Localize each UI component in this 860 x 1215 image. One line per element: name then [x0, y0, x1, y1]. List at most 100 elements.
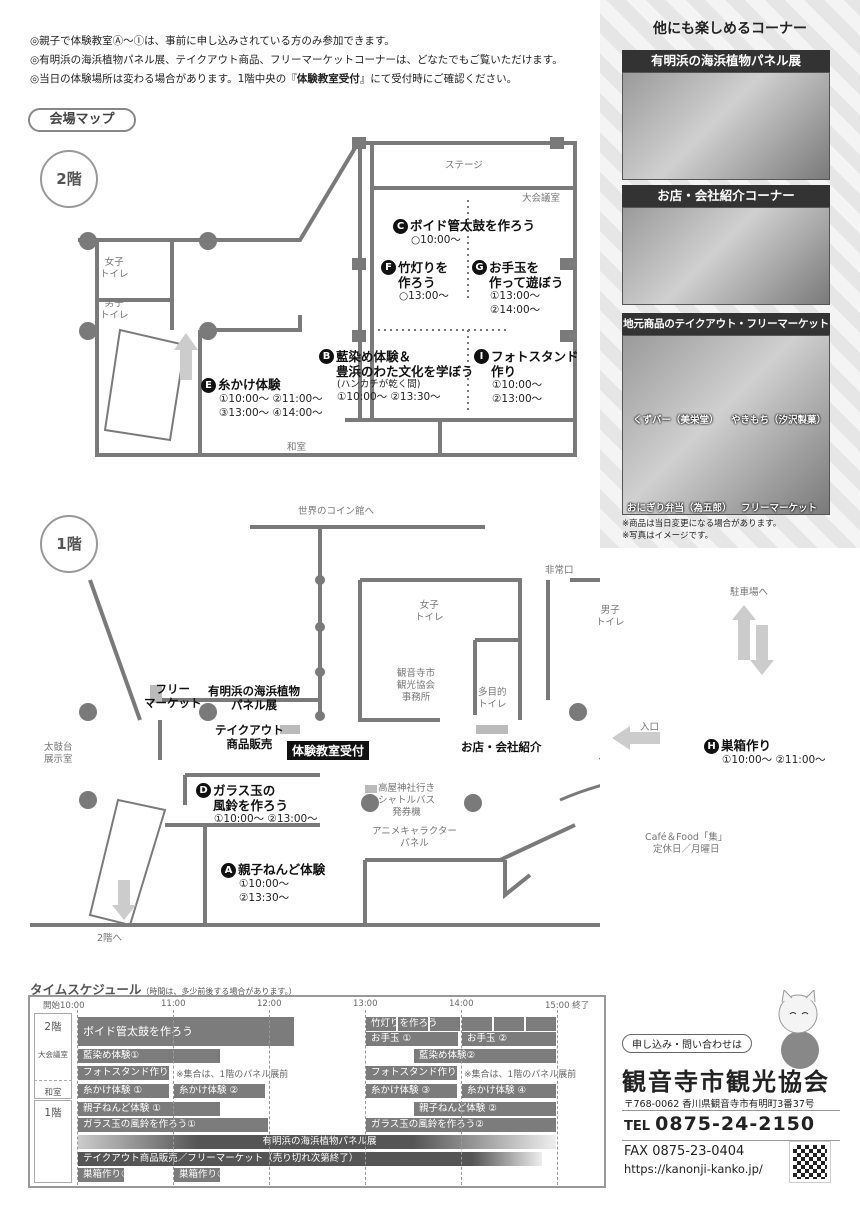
qr-code-icon[interactable]	[789, 1141, 831, 1183]
letter-b-icon: B	[319, 349, 334, 364]
divider	[622, 1140, 840, 1141]
note-2: ◎有明浜の海浜植物パネル展、テイクアウト商品、フリーマーケットコーナーは、どなた…	[30, 54, 563, 66]
taiko-room-label: 太鼓台 展示室	[44, 742, 73, 765]
letter-e-icon: E	[201, 378, 216, 393]
footnote-1: ※商品は当日変更になる場合があります。	[622, 519, 782, 529]
time-gridline	[173, 1010, 174, 1185]
caption-flea: フリーマーケット	[741, 503, 818, 514]
schedule-note: ※集合は、1階のパネル展前	[176, 1070, 289, 1080]
schedule-bar: お手玉 ②	[462, 1032, 556, 1046]
panel-title: 他にも楽しめるコーナー	[653, 21, 807, 37]
women-toilet-2f: 女子 トイレ	[100, 257, 129, 280]
event-times: ①10:00～ ②13:30～	[239, 878, 290, 904]
coin-museum-label: 世界のコイン館へ	[298, 506, 375, 517]
event-times: ①10:00～ ②11:00～	[722, 754, 826, 766]
event-title: お手玉を 作って遊ぼう	[489, 260, 564, 290]
letter-f-icon: F	[381, 260, 396, 275]
caption-kuzubar: くずバー（美栄堂）	[633, 415, 719, 426]
schedule-bar: 糸かけ体験 ②	[174, 1084, 266, 1098]
note-3-b: 体験教室受付	[296, 73, 360, 85]
event-times: ①10:00～ ②13:00～	[214, 813, 318, 825]
schedule-bar: 有明浜の海浜植物パネル展	[78, 1135, 556, 1149]
schedule-bar: 藍染め体験②	[414, 1049, 556, 1063]
schedule-bar: 藍染め体験①	[78, 1049, 220, 1063]
to-2f-label: 2階へ	[97, 933, 123, 944]
letter-d-icon: D	[196, 783, 211, 798]
shop-intro-spot: お店・会社紹介	[461, 740, 542, 754]
map-title: 会場マップ	[28, 108, 136, 132]
event-times: ①10:00～ ②13:00～	[492, 379, 543, 405]
event-title: ガラス玉の 風鈴を作ろう	[213, 783, 289, 813]
letter-i-icon: I	[474, 349, 489, 364]
time-tick: 12:00	[257, 999, 282, 1009]
schedule-bar: 親子ねんど体験 ②	[414, 1102, 556, 1116]
footnote-2: ※写真はイメージです。	[622, 531, 714, 541]
women-toilet-1f: 女子 トイレ	[415, 600, 444, 623]
floor-1-badge: 1階	[40, 515, 98, 573]
time-tick: 15:00 終了	[545, 1001, 590, 1011]
event-times: ①10:00～ ②13:30～	[337, 391, 441, 404]
event-title: 藍染め体験＆ 豊浜のわた文化を学ぼう	[336, 349, 474, 379]
panel-exhibit-photo	[622, 72, 830, 180]
bus-ticket-label: 高屋神社行き シャトルバス 発券機	[378, 783, 436, 818]
event-title: フォトスタンド 作り	[491, 349, 579, 379]
divider	[622, 1110, 840, 1111]
note-3-a: ◎当日の体験場所は変わる場合があります。1階中央の『	[30, 73, 297, 85]
section-panel-exhibit: 有明浜の海浜植物パネル展	[622, 50, 830, 72]
row-label-1f: 1階	[44, 1107, 62, 1119]
schedule-bar: 親子ねんど体験 ①	[78, 1102, 220, 1116]
tel-label: TEL	[624, 1119, 651, 1134]
fax: FAX 0875-23-0404	[624, 1144, 745, 1159]
row-label-2f: 2階	[44, 1021, 62, 1033]
event-title: ボイド管太鼓を作ろう	[410, 218, 536, 233]
panel-exhibit-spot: 有明浜の海浜植物 パネル展	[208, 684, 300, 712]
time-gridline	[269, 1010, 270, 1185]
arrows-right	[612, 605, 774, 750]
schedule-bar: フォトスタンド作り①	[78, 1066, 170, 1080]
event-title: 糸かけ体験	[218, 377, 281, 392]
schedule-bar: フォトスタンド作り②	[366, 1066, 458, 1080]
caption-yakimochi: やきもち（汐沢製菓）	[731, 415, 827, 426]
letter-a-icon: A	[221, 863, 236, 878]
floor-2-badge: 2階	[40, 150, 98, 208]
reception-desk: 体験教室受付	[287, 741, 370, 760]
time-gridline	[557, 1010, 558, 1185]
schedule-title: タイムスケジュール	[30, 982, 142, 997]
takeout-photos: くずバー（美栄堂） やきもち（汐沢製菓） おにぎり弁当（為五郎） フリーマーケッ…	[622, 335, 830, 515]
time-tick: 13:00	[353, 999, 378, 1009]
row-label-washitsu: 和室	[44, 1088, 62, 1098]
multi-toilet-label: 多目的 トイレ	[478, 687, 507, 710]
takeout-spot: テイクアウト 商品販売	[215, 723, 284, 751]
letter-h-icon: H	[704, 739, 719, 754]
note-3-c: 』にて受付時にご確認ください。	[359, 73, 518, 85]
website-link[interactable]: https://kanonji-kanko.jp/	[624, 1162, 763, 1176]
cafe-label: Café＆Food「集」 定休日／月曜日	[645, 832, 728, 855]
time-tick: 14:00	[449, 999, 474, 1009]
flea-market-spot: フリー マーケット	[144, 682, 202, 710]
washitsu-label: 和室	[287, 442, 307, 453]
office-label: 観音寺市 観光協会 事務所	[397, 668, 436, 703]
time-gridline	[77, 1010, 78, 1185]
floor-plan-walls	[30, 137, 600, 927]
event-title: 親子ねんど体験	[238, 862, 326, 877]
schedule-bar: 巣箱作り②	[174, 1168, 220, 1182]
schedule-bar: 糸かけ体験 ①	[78, 1084, 170, 1098]
contact-badge: 申し込み・問い合わせは	[622, 1034, 752, 1053]
time-gridline	[365, 1010, 366, 1185]
schedule-box	[28, 995, 606, 1188]
mascot-cat-icon	[778, 990, 819, 1069]
letter-c-icon: C	[393, 219, 408, 234]
schedule-subtitle: （時間は、多少前後する場合があります。）	[141, 987, 297, 996]
event-times: ①10:00～ ②11:00～ ③13:00～ ④14:00～	[219, 393, 323, 419]
tel-number[interactable]: 0875-24-2150	[655, 1113, 816, 1135]
org-name: 観音寺市観光協会	[622, 1068, 830, 1096]
